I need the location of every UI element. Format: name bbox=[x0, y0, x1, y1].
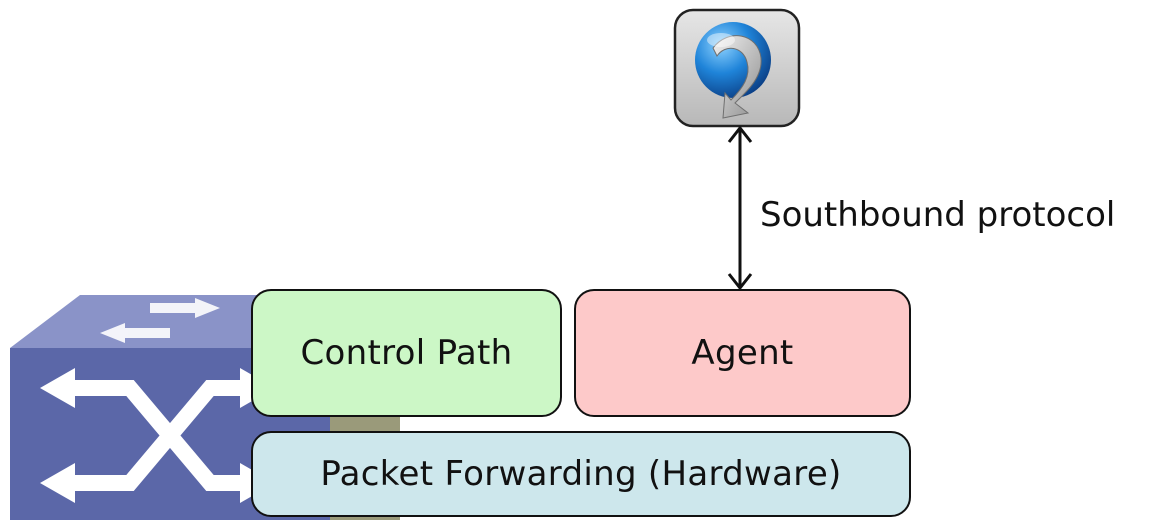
packet-forwarding-label: Packet Forwarding (Hardware) bbox=[320, 454, 842, 494]
sdn-controller-icon bbox=[673, 8, 801, 128]
agent-label: Agent bbox=[691, 333, 794, 373]
control-path-box: Control Path bbox=[251, 289, 562, 417]
southbound-protocol-label: Southbound protocol bbox=[760, 195, 1116, 235]
control-path-label: Control Path bbox=[300, 333, 513, 373]
agent-box: Agent bbox=[574, 289, 911, 417]
southbound-link-arrow bbox=[727, 125, 753, 291]
packet-forwarding-box: Packet Forwarding (Hardware) bbox=[251, 431, 911, 517]
